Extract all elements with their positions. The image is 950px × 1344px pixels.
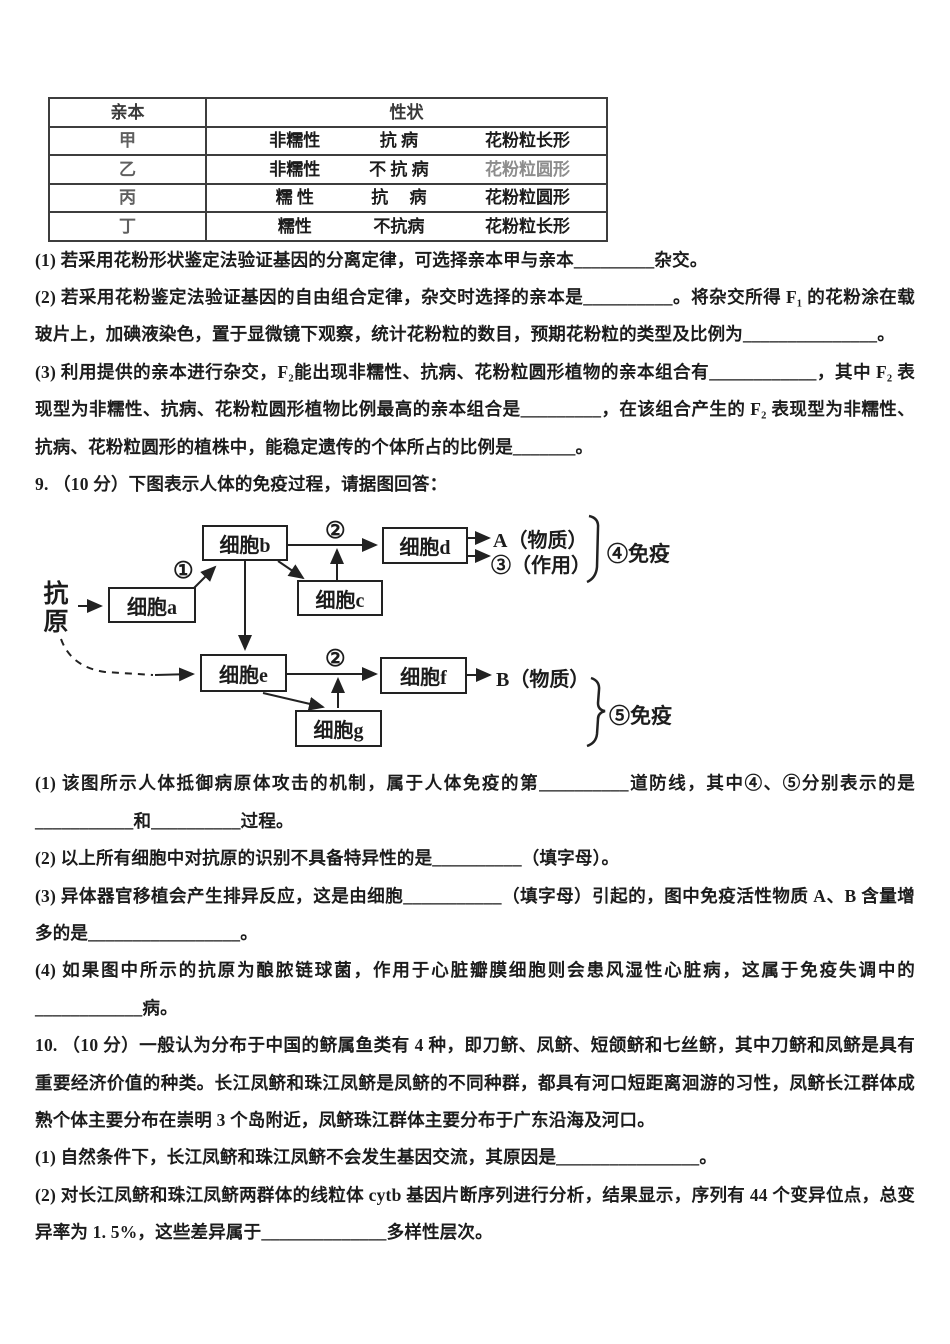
parent-cell: 乙 [48, 154, 207, 185]
table-header-row: 亲本 性状 [48, 97, 608, 128]
q9-item-3: (3) 异体器官移植会产生排异反应，这是由细胞___________（填字母）引… [35, 885, 915, 943]
trait-resistance: 不 抗 病 [369, 159, 429, 179]
q9-item-1: (1) 该图所示人体抵御病原体攻击的机制，属于人体免疫的第__________道… [35, 773, 915, 831]
q9-item-4: (4) 如果图中所示的抗原为酿脓链球菌，作用于心脏瓣膜细胞则会患风湿性心脏病，这… [35, 960, 915, 1018]
step-1-circle: ① [173, 558, 194, 584]
cell-d-box: 细胞d [382, 527, 468, 565]
cell-c-box: 细胞c [297, 580, 383, 617]
q9-item-2: (2) 以上所有细胞中对抗原的识别不具备特异性的是__________（填字母）… [35, 848, 620, 869]
substance-b-label: B（物质） [496, 669, 590, 692]
table-row: 丁 糯性 不抗病 花粉粒长形 [48, 211, 608, 242]
trait-cell: 非糯性 抗 病 花粉粒长形 [207, 132, 606, 149]
q8-item-2: (2) 若采用花粉鉴定法验证基因的自由组合定律，杂交时选择的亲本是_______… [35, 286, 915, 345]
parent-cell: 甲 [48, 125, 207, 156]
trait-cell: 糯 性 抗 病 花粉粒圆形 [207, 189, 606, 206]
step-2-circle-bottom: ② [325, 646, 346, 672]
immunity-4-label: ④免疫 [607, 542, 670, 567]
parent-cell: 丁 [48, 211, 207, 242]
q8-item-3: (3) 利用提供的亲本进行杂交，F₂能出现非糯性、抗病、花粉粒圆形植物的亲本组合… [35, 361, 915, 457]
substance-a-label: A（物质） [493, 530, 588, 553]
trait-glutinous: 非糯性 [269, 131, 321, 151]
table-row: 丙 糯 性 抗 病 花粉粒圆形 [48, 182, 608, 213]
trait-pollen: 花粉粒圆形 [485, 159, 571, 179]
cell-a-box: 细胞a [108, 587, 196, 624]
immunity-5-label: ⑤免疫 [609, 704, 672, 729]
trait-pollen: 花粉粒圆形 [485, 188, 571, 208]
trait-glutinous: 非糯性 [269, 159, 321, 179]
cell-b-box: 细胞b [202, 525, 288, 562]
trait-glutinous: 糯性 [277, 216, 312, 236]
parent-cell: 丙 [48, 182, 207, 213]
exam-page: 亲本 性状 甲 非糯性 抗 病 花粉粒长形 乙 非糯性 不 抗 病 花粉粒圆形 … [35, 97, 915, 1243]
action-3-label: ③（作用） [491, 555, 591, 578]
antigen-label: 抗原 [43, 581, 69, 637]
trait-resistance: 抗 病 [371, 188, 427, 208]
table-row: 甲 非糯性 抗 病 花粉粒长形 [48, 125, 608, 156]
trait-resistance: 不抗病 [373, 216, 425, 236]
cell-e-box: 细胞e [200, 654, 287, 693]
trait-glutinous: 糯 性 [275, 188, 314, 208]
trait-cell: 非糯性 不 抗 病 花粉粒圆形 [207, 161, 606, 178]
immune-process-diagram: 抗原 细胞a 细胞b 细胞c 细胞d 细胞e 细胞f 细胞g ① ② ② A（物… [35, 507, 715, 757]
trait-resistance: 抗 病 [379, 131, 418, 151]
parent-trait-table: 亲本 性状 甲 非糯性 抗 病 花粉粒长形 乙 非糯性 不 抗 病 花粉粒圆形 … [48, 97, 608, 242]
header-parent: 亲本 [48, 97, 207, 128]
cell-f-box: 细胞f [380, 657, 467, 695]
q10-intro: 10. （10 分）一般认为分布于中国的鲚属鱼类有 4 种，即刀鲚、凤鲚、短颌鲚… [35, 1035, 915, 1130]
cell-g-box: 细胞g [295, 710, 382, 748]
step-2-circle-top: ② [325, 518, 346, 544]
table-row: 乙 非糯性 不 抗 病 花粉粒圆形 [48, 154, 608, 185]
q10-item-2: (2) 对长江凤鲚和珠江凤鲚两群体的线粒体 cytb 基因片断序列进行分析，结果… [35, 1184, 915, 1243]
trait-pollen: 花粉粒长形 [485, 216, 571, 236]
q10-item-1: (1) 自然条件下，长江凤鲚和珠江凤鲚不会发生基因交流，其原因是________… [35, 1147, 718, 1168]
q8-item-1: (1) 若采用花粉形状鉴定法验证基因的分离定律，可选择亲本甲与亲本_______… [35, 249, 708, 270]
header-trait: 性状 [205, 97, 608, 128]
diagram-arrows [60, 515, 606, 748]
trait-cell: 糯性 不抗病 花粉粒长形 [207, 218, 606, 235]
q9-intro: 9. （10 分）下图表示人体的免疫过程，请据图回答： [35, 473, 448, 494]
trait-pollen: 花粉粒长形 [485, 131, 571, 151]
